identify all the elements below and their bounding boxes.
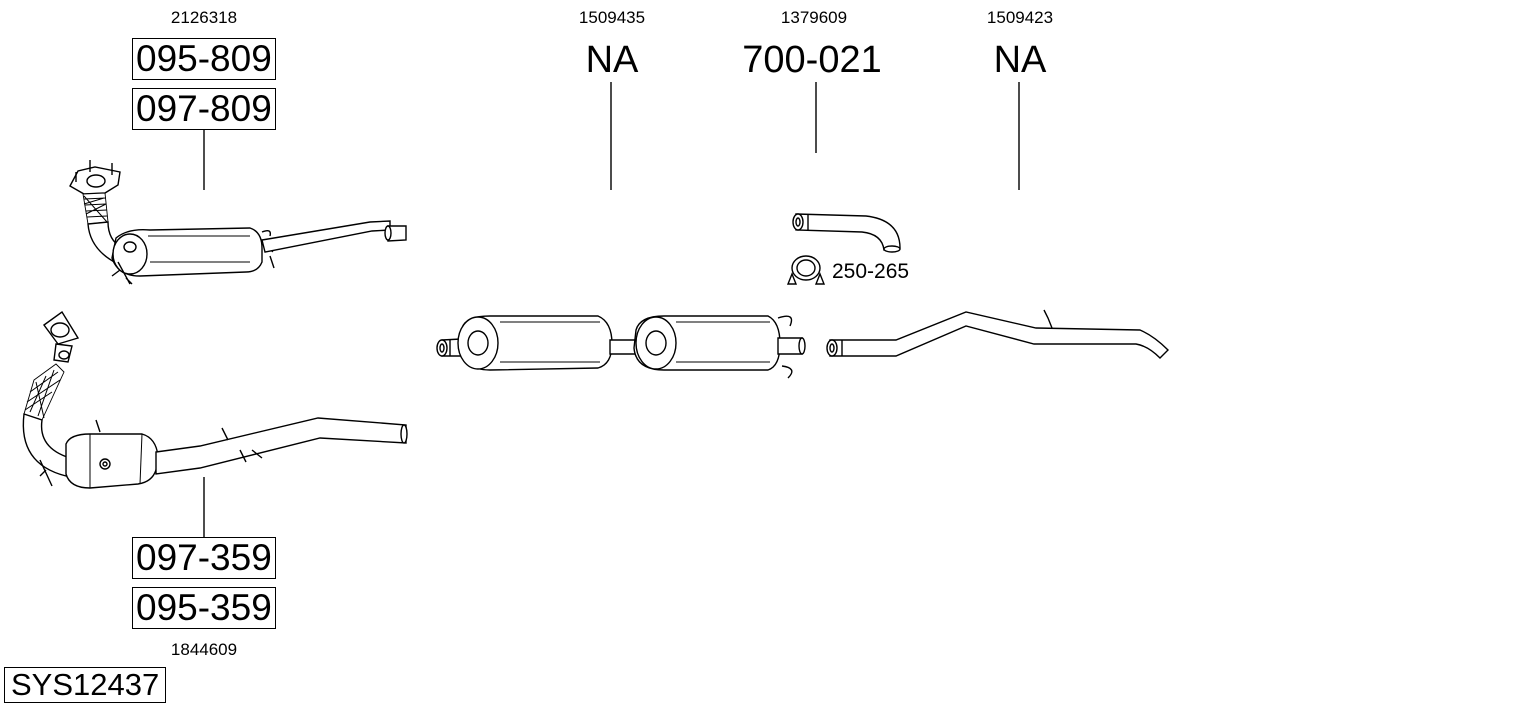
part-number-middle-muffler[interactable]: NA [585,39,639,81]
part-number-box-097-809[interactable]: 097-809 [132,88,276,130]
part-number-clamp[interactable]: 250-265 [832,260,910,283]
oem-number-front-top: 2126318 [170,8,238,27]
tail-pipe-drawing [826,309,1169,359]
part-number-box-095-359[interactable]: 095-359 [132,587,276,629]
oem-number-front-bottom: 1844609 [170,640,238,659]
middle-muffler-drawing [436,315,806,379]
oem-number-connector-pipe: 1379609 [780,8,848,27]
system-code-label: SYS12437 [4,667,167,703]
oem-number-tail-pipe: 1509423 [986,8,1054,27]
part-number-tail-pipe[interactable]: NA [993,39,1047,81]
leader-lines [203,82,1020,538]
front-pipe-upper-drawing [69,160,407,285]
part-number-connector-pipe[interactable]: 700-021 [742,39,882,81]
front-pipe-lower-drawing [22,310,408,489]
part-number-box-095-809[interactable]: 095-809 [132,38,276,80]
part-number-box-097-359[interactable]: 097-359 [132,537,276,579]
clamp-drawing [786,255,826,285]
connector-pipe-drawing [792,213,901,253]
oem-number-middle-muffler: 1509435 [578,8,646,27]
